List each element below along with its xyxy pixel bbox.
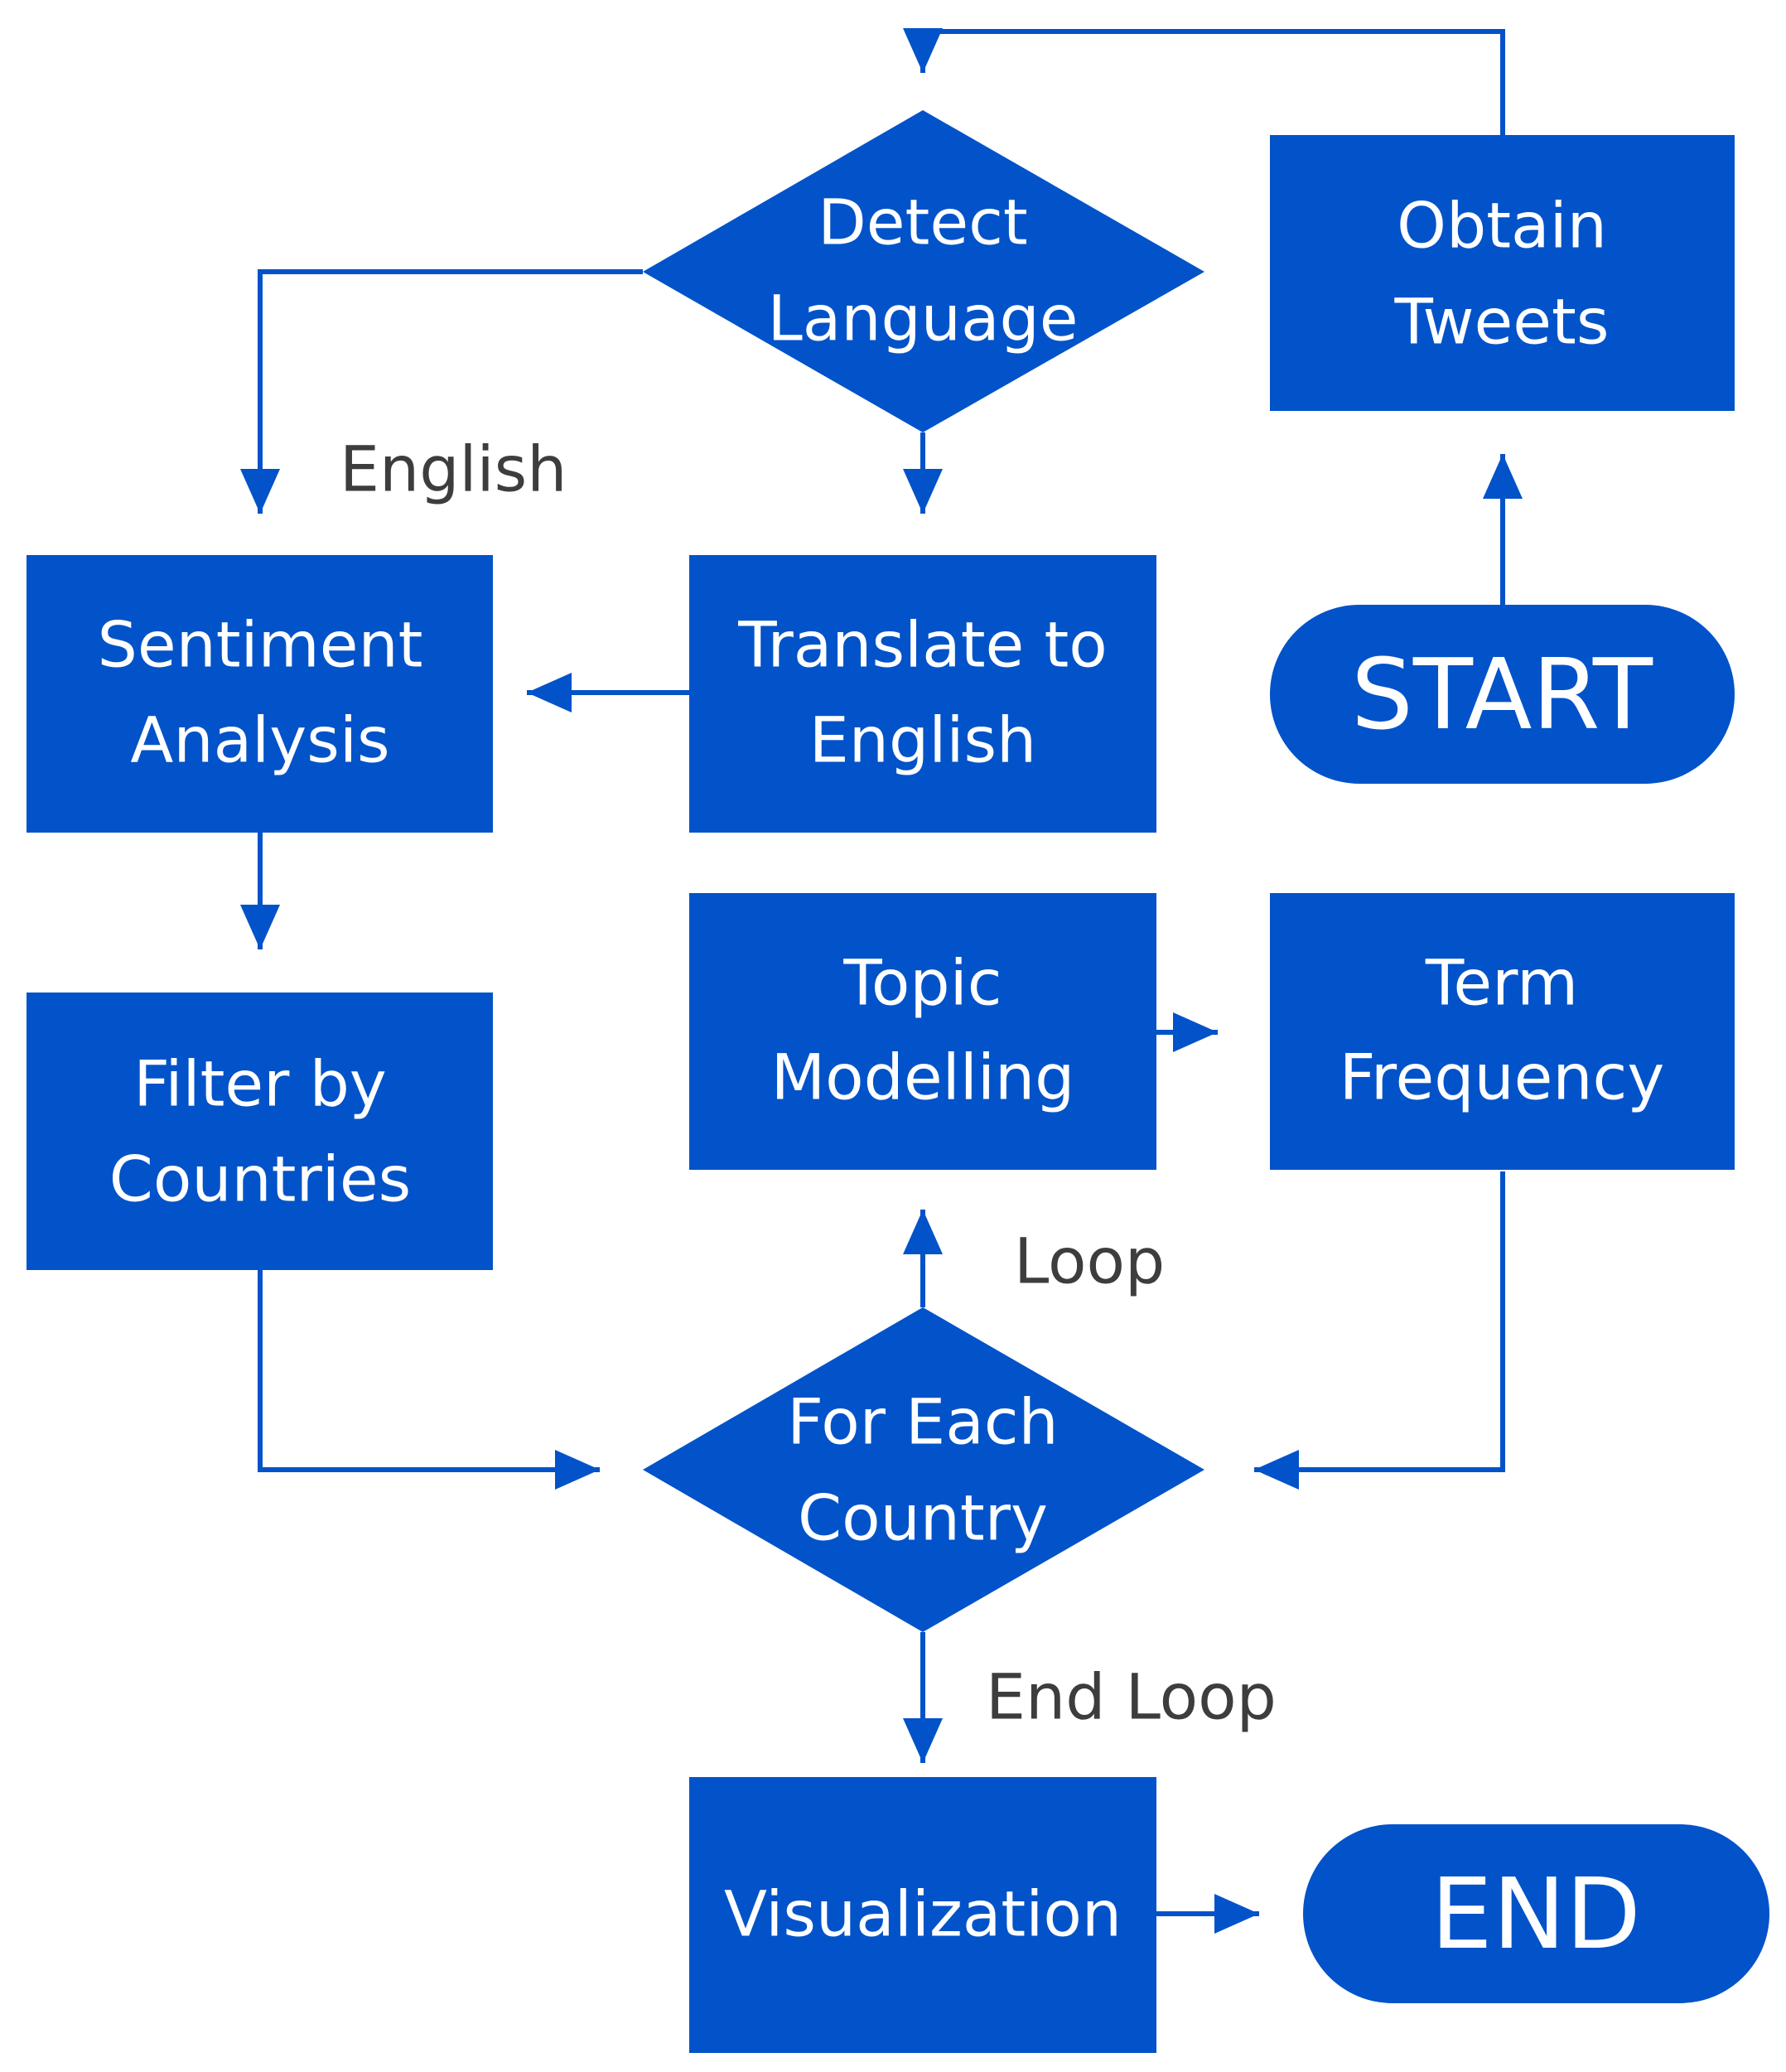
for-each-country-label-line-1: For Each xyxy=(787,1385,1058,1459)
detect-language-label-line-2: Language xyxy=(767,282,1078,355)
topic-modelling-label-line-2: Modelling xyxy=(771,1041,1075,1114)
start-label: START xyxy=(1351,637,1653,751)
visualization-label: Visualization xyxy=(724,1877,1122,1951)
node-term-frequency: Term Frequency xyxy=(1270,893,1735,1170)
node-end: END xyxy=(1303,1824,1769,2003)
edge-obtain-tweets-to-detect-language xyxy=(903,28,1505,135)
for-each-country-label-line-2: Country xyxy=(798,1481,1048,1555)
topic-modelling-box xyxy=(689,893,1156,1170)
obtain-tweets-label-line-1: Obtain xyxy=(1397,189,1607,263)
term-frequency-box xyxy=(1270,893,1735,1170)
edge-detect-language-to-sentiment-english xyxy=(240,269,643,514)
filter-label-line-2: Countries xyxy=(109,1142,411,1216)
edge-filter-to-for-each-country xyxy=(258,1269,600,1490)
sentiment-label-line-1: Sentiment xyxy=(98,608,423,682)
term-frequency-label-line-1: Term xyxy=(1425,946,1578,1020)
node-obtain-tweets: Obtain Tweets xyxy=(1270,135,1735,411)
filter-label-line-1: Filter by xyxy=(133,1047,387,1121)
edge-term-frequency-to-for-each-country xyxy=(1254,1171,1505,1490)
translate-label-line-1: Translate to xyxy=(737,608,1108,682)
node-topic-modelling: Topic Modelling xyxy=(689,893,1156,1170)
detect-language-diamond xyxy=(643,110,1204,432)
nodes-layer: START Obtain Tweets Detect Language Tran… xyxy=(27,110,1769,2053)
node-sentiment-analysis: Sentiment Analysis xyxy=(27,555,493,833)
edge-label-end-loop: End Loop xyxy=(986,1660,1277,1734)
end-label: END xyxy=(1431,1857,1641,1971)
translate-box xyxy=(689,555,1156,833)
node-detect-language: Detect Language xyxy=(643,110,1204,432)
node-start: START xyxy=(1270,605,1735,784)
translate-label-line-2: English xyxy=(809,703,1036,777)
obtain-tweets-box xyxy=(1270,135,1735,411)
detect-language-label-line-1: Detect xyxy=(818,186,1027,259)
end-terminal-shape xyxy=(1303,1824,1769,2003)
filter-box xyxy=(27,993,493,1270)
node-filter-by-countries: Filter by Countries xyxy=(27,993,493,1270)
for-each-country-diamond xyxy=(643,1307,1204,1632)
sentiment-box xyxy=(27,555,493,833)
edges-layer xyxy=(240,28,1523,1934)
edge-labels-layer: English Loop End Loop xyxy=(340,432,1277,1734)
obtain-tweets-label-line-2: Tweets xyxy=(1394,285,1610,359)
node-translate-to-english: Translate to English xyxy=(689,555,1156,833)
edge-label-loop: Loop xyxy=(1014,1224,1165,1298)
term-frequency-label-line-2: Frequency xyxy=(1340,1041,1665,1114)
topic-modelling-label-line-1: Topic xyxy=(842,946,1002,1020)
start-terminal-shape xyxy=(1270,605,1735,784)
node-visualization: Visualization xyxy=(689,1777,1156,2053)
edge-label-english: English xyxy=(340,432,567,506)
node-for-each-country: For Each Country xyxy=(643,1307,1204,1632)
sentiment-label-line-2: Analysis xyxy=(130,703,389,777)
visualization-box xyxy=(689,1777,1156,2053)
